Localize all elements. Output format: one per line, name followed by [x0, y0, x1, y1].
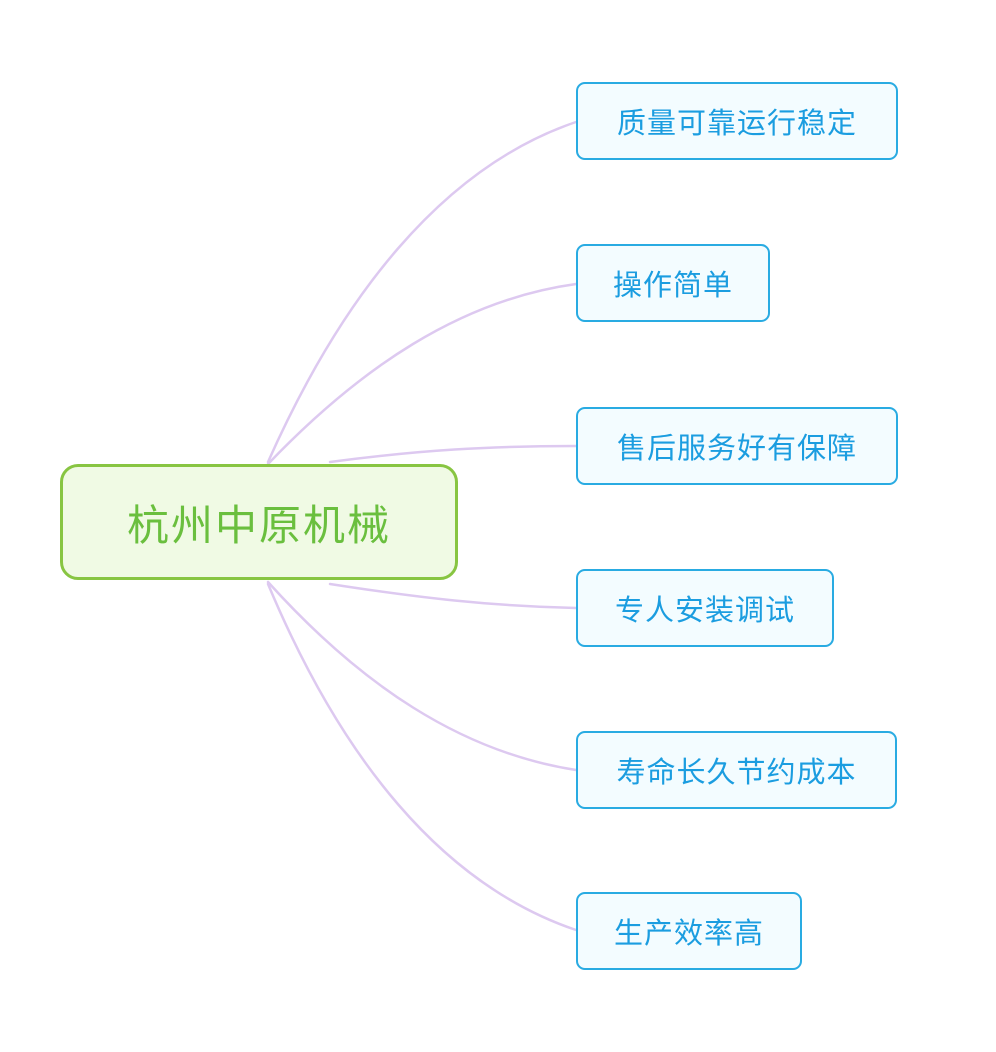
branch-node-long-lifespan[interactable]: 寿命长久节约成本: [576, 731, 897, 809]
branch-node-quality[interactable]: 质量可靠运行稳定: [576, 82, 898, 160]
branch-node-label: 寿命长久节约成本: [616, 755, 857, 789]
root-node-label: 杭州中原机械: [126, 500, 391, 550]
branch-node-label: 专人安装调试: [614, 593, 795, 627]
connector-line-branch-3: [328, 444, 578, 464]
branch-node-installation[interactable]: 专人安装调试: [576, 569, 834, 647]
connector-line-branch-6: [266, 582, 578, 932]
branch-node-label: 操作简单: [612, 268, 733, 302]
branch-node-after-sales[interactable]: 售后服务好有保障: [576, 407, 898, 485]
branch-node-high-efficiency[interactable]: 生产效率高: [576, 892, 802, 970]
connector-line-branch-1: [266, 120, 578, 464]
branch-node-label: 售后服务好有保障: [616, 431, 857, 465]
root-node[interactable]: 杭州中原机械: [60, 464, 458, 580]
connector-line-branch-4: [328, 582, 578, 610]
branch-node-label: 生产效率高: [613, 916, 764, 950]
connector-line-branch-2: [266, 282, 578, 466]
connector-line-branch-5: [266, 580, 578, 772]
branch-node-label: 质量可靠运行稳定: [616, 106, 857, 140]
branch-node-easy-operation[interactable]: 操作简单: [576, 244, 770, 322]
